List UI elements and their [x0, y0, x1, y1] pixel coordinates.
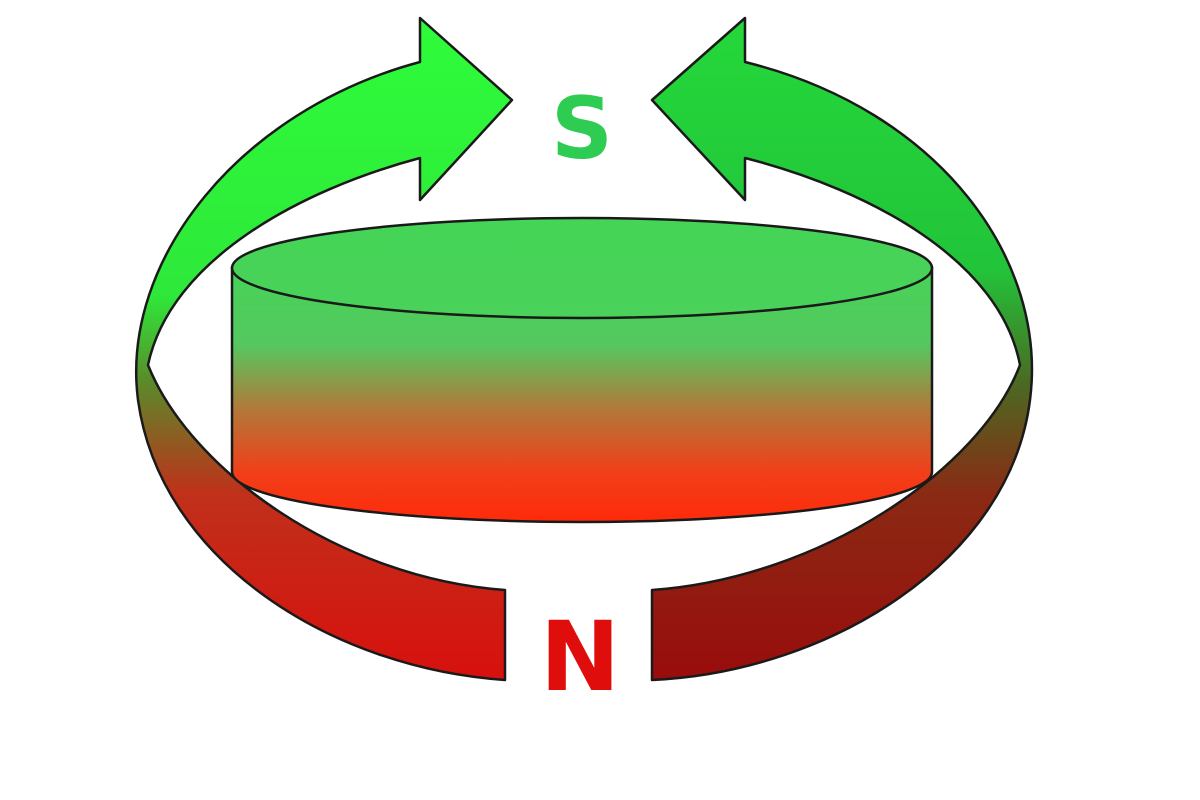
- disc-magnet-icon: [230, 266, 934, 524]
- right-field-arrow: [650, 16, 1034, 682]
- left-field-arrow: [135, 16, 514, 682]
- disc-magnet: [230, 216, 934, 524]
- south-pole-label: S: [551, 79, 613, 179]
- north-pole-label: N: [540, 601, 620, 713]
- curved-arrow-icon: [650, 16, 1034, 682]
- magnet-top-face: [230, 216, 934, 320]
- curved-arrow-icon: [135, 16, 514, 682]
